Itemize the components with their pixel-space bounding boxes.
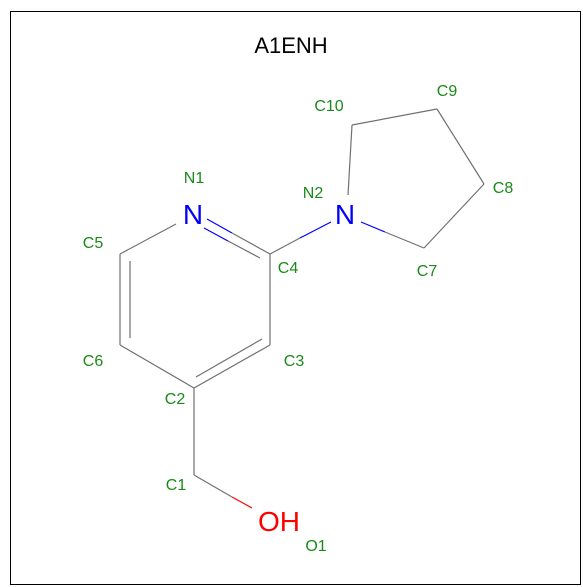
bond-n1-c5 [119, 223, 177, 255]
atom-label-n1: N1 [184, 170, 205, 187]
atom-label-c2: C2 [165, 391, 186, 408]
atom-label-o1: O1 [305, 538, 326, 555]
atom-symbol-o1: OH [258, 506, 300, 537]
bond-c4-n1-inner-gray [227, 240, 261, 259]
bond-c2-c3-inner [195, 338, 263, 378]
bond-c7-n2-gray [384, 231, 425, 249]
atom-label-c6: C6 [83, 353, 104, 370]
diagram-frame [10, 11, 581, 585]
bond-n2-c10 [347, 124, 353, 196]
atom-label-c7: C7 [417, 263, 438, 280]
atom-label-c8: C8 [493, 180, 514, 197]
bond-c8-c7 [423, 183, 485, 249]
bond-c1-o1-red [231, 496, 253, 509]
atom-label-c1: C1 [166, 477, 187, 494]
bond-c7-n2-blue [360, 221, 386, 233]
atom-label-c9: C9 [437, 83, 458, 100]
atom-label-c10: C10 [314, 98, 343, 115]
atom-labels: N1 N2 C10 C9 C8 C7 C5 C4 C6 C3 C2 C1 O1 [83, 83, 514, 555]
bond-c1-o1-gray [193, 474, 233, 498]
bond-c9-c8 [436, 108, 485, 185]
atom-symbol-n2: N [335, 199, 355, 230]
bond-c4-n1-inner-blue [203, 227, 229, 242]
atom-label-c4: C4 [278, 260, 299, 277]
hetero-bonds [203, 218, 386, 509]
diagram-title: A1ENH [254, 33, 327, 58]
atom-label-n2: N2 [303, 185, 324, 202]
atom-symbol-n1: N [183, 199, 203, 230]
bond-c4-n2-gray [269, 237, 301, 255]
atom-label-c5: C5 [83, 235, 104, 252]
bond-c2-c3 [193, 344, 271, 389]
bond-c4-n2-blue [299, 221, 332, 239]
bonds [119, 108, 485, 498]
bond-c6-c2 [119, 344, 195, 389]
bond-c4-n1-blue [206, 218, 233, 234]
bond-c4-n1-gray [231, 232, 271, 255]
atom-label-c3: C3 [284, 353, 305, 370]
bond-c10-c9 [351, 108, 438, 126]
